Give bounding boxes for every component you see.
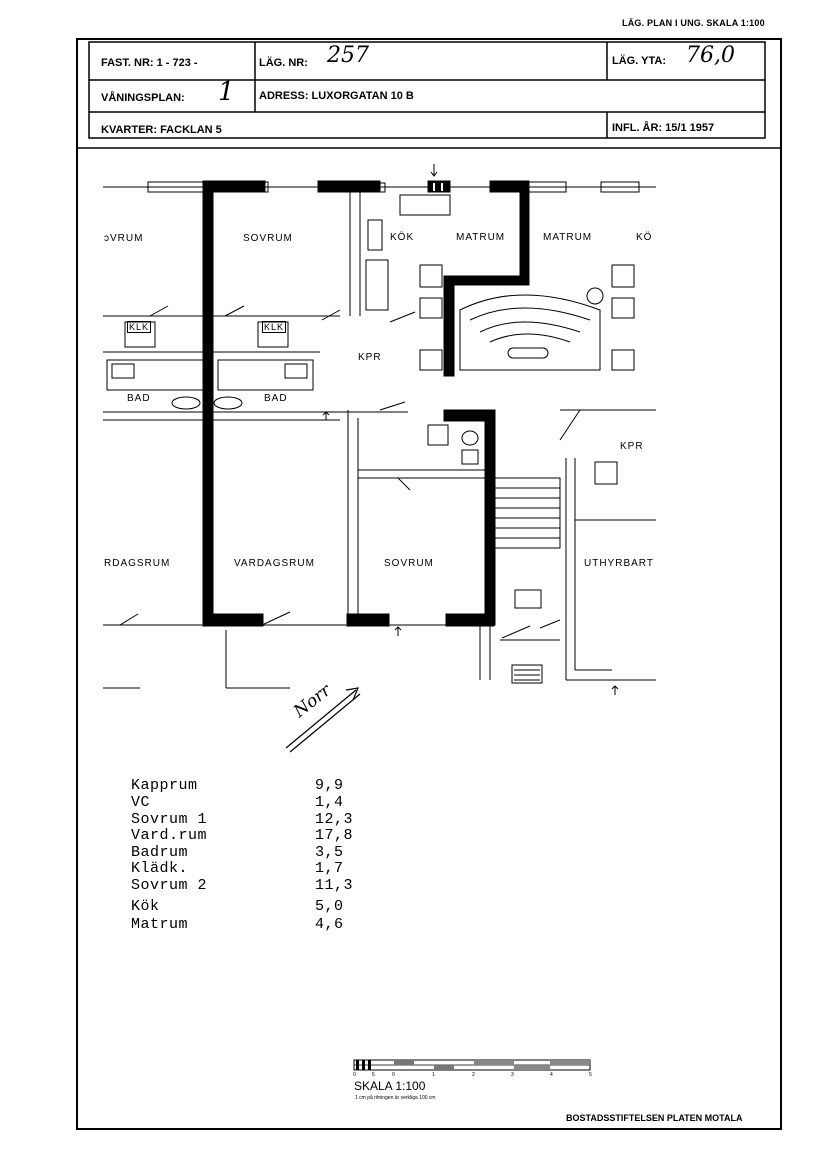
scale-tick-3: 3 xyxy=(511,1072,514,1078)
room-label-kok-right: KÖ xyxy=(636,232,653,243)
area-value: 1,7 xyxy=(315,860,344,877)
vaningsplan-value: 1 xyxy=(218,77,235,107)
area-row: Kapprum 9,9 xyxy=(131,777,431,794)
scale-tick-0: 0 xyxy=(353,1072,356,1078)
floor-plan xyxy=(103,164,656,753)
lag-yta-label: LÄG. YTA: xyxy=(612,55,666,67)
area-name: Sovrum 2 xyxy=(131,877,208,894)
area-value: 1,4 xyxy=(315,794,344,811)
area-value: 11,3 xyxy=(315,877,354,894)
room-label-sovrum-left: ɔVRUM xyxy=(104,233,144,244)
area-name: Badrum xyxy=(131,844,189,861)
area-value: 4,6 xyxy=(315,916,344,933)
kvarter-label: KVARTER: FACKLAN 5 xyxy=(101,124,222,136)
scale-note-top: LÄG. PLAN I UNG. SKALA 1:100 xyxy=(622,18,765,28)
room-label-sovrum-top: SOVRUM xyxy=(243,233,293,244)
scale-tick-1: 1 xyxy=(432,1072,435,1078)
scale-tick-4: 4 xyxy=(550,1072,553,1078)
area-name: Klädk. xyxy=(131,860,189,877)
room-label-bad-2: BAD xyxy=(264,393,288,404)
scale-tick-2: 2 xyxy=(472,1072,475,1078)
area-value: 3,5 xyxy=(315,844,344,861)
room-label-bad-1: BAD xyxy=(127,393,151,404)
area-row: Klädk. 1,7 xyxy=(131,860,431,877)
room-label-klk-1: KLK xyxy=(127,321,152,333)
scale-bar xyxy=(353,1059,591,1071)
lag-yta-value: 76,0 xyxy=(686,43,735,68)
area-value: 9,9 xyxy=(315,777,344,794)
area-row: Kök 5,0 xyxy=(131,898,431,915)
room-label-uthyrbart: UTHYRBART xyxy=(584,558,654,569)
area-name: Sovrum 1 xyxy=(131,811,208,828)
area-list: Kapprum 9,9 VC 1,4 Sovrum 1 12,3 Vard.ru… xyxy=(131,777,451,957)
area-value: 5,0 xyxy=(315,898,344,915)
scale-note: 1 cm på ritningen är verkliga 100 cm xyxy=(355,1095,436,1101)
inflyttning-label: INFL. ÅR: 15/1 1957 xyxy=(612,122,715,134)
area-name: Matrum xyxy=(131,916,189,933)
north-arrow-icon xyxy=(285,687,361,753)
room-label-kpr-right: KPR xyxy=(620,441,644,452)
area-name: VC xyxy=(131,794,151,811)
room-label-kok: KÖK xyxy=(390,232,415,243)
area-row: Sovrum 2 11,3 xyxy=(131,877,431,894)
footer-publisher: BOSTADSSTIFTELSEN PLATEN MOTALA xyxy=(566,1113,743,1123)
room-label-klk-2: KLK xyxy=(262,321,287,333)
room-label-kpr: KPR xyxy=(358,352,382,363)
room-label-vardagsrum-left: RDAGSRUM xyxy=(104,558,171,569)
scale-tick-0b: 0 xyxy=(392,1072,395,1078)
scale-title: SKALA 1:100 xyxy=(354,1079,426,1093)
area-name: Kapprum xyxy=(131,777,198,794)
area-row: Badrum 3,5 xyxy=(131,844,431,861)
lag-nr-label: LÄG. NR: xyxy=(259,57,308,69)
area-row: Vard.rum 17,8 xyxy=(131,827,431,844)
room-label-matrum-1: MATRUM xyxy=(456,232,506,243)
room-label-vardagsrum: VARDAGSRUM xyxy=(234,558,315,569)
address-label: ADRESS: LUXORGATAN 10 B xyxy=(259,90,414,102)
area-value: 17,8 xyxy=(315,827,354,844)
area-row: Matrum 4,6 xyxy=(131,916,431,933)
area-value: 12,3 xyxy=(315,811,354,828)
room-label-sovrum-bottom: SOVRUM xyxy=(384,558,434,569)
fast-nr-label: FAST. NR: 1 - 723 - xyxy=(101,57,198,69)
lag-nr-value: 257 xyxy=(327,43,369,68)
area-row: VC 1,4 xyxy=(131,794,431,811)
scale-tick-5: 5 xyxy=(372,1072,375,1078)
scale-tick-5b: 5 xyxy=(589,1072,592,1078)
vaningsplan-label: VÅNINGSPLAN: xyxy=(101,92,185,104)
drawing-sheet xyxy=(76,38,782,1130)
header-table-lines xyxy=(78,41,780,149)
area-name: Vard.rum xyxy=(131,827,208,844)
area-row: Sovrum 1 12,3 xyxy=(131,811,431,828)
room-label-matrum-2: MATRUM xyxy=(543,232,593,243)
area-name: Kök xyxy=(131,898,160,915)
